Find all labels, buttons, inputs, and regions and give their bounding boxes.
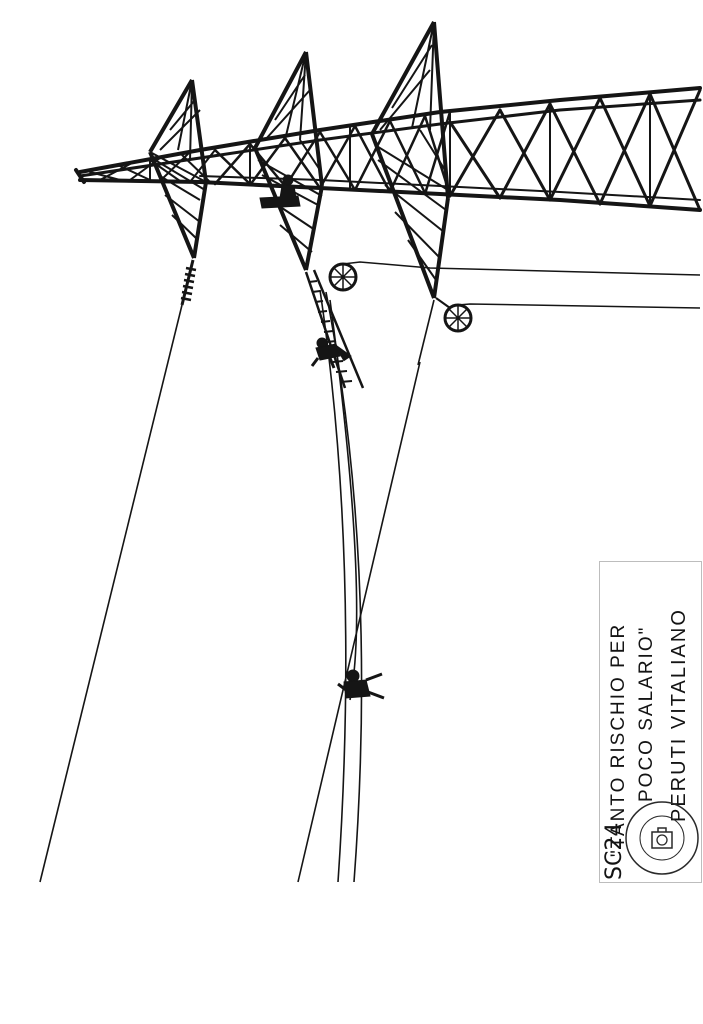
title-line-2: POCO SALARIO" — [636, 625, 657, 802]
club-stamp — [625, 801, 699, 875]
caption-label: SC24 "TANTO RISCHIO PER POCO SALARIO" PE… — [599, 561, 702, 883]
pylon-triangle-2 — [253, 51, 324, 271]
pylon-triangle-3 — [370, 21, 450, 299]
insulator-string — [180, 259, 197, 306]
pulley-wheel — [435, 297, 701, 333]
power-cables — [39, 289, 435, 883]
worker-silhouette — [259, 174, 301, 209]
worker-silhouette — [310, 337, 352, 369]
pulley-wheel — [328, 261, 701, 292]
pylon-triangle-1 — [148, 78, 208, 259]
author-name: PERUTI VITALIANO — [668, 608, 690, 822]
stamp-camera-icon — [651, 827, 673, 849]
worker-silhouette — [337, 669, 385, 700]
